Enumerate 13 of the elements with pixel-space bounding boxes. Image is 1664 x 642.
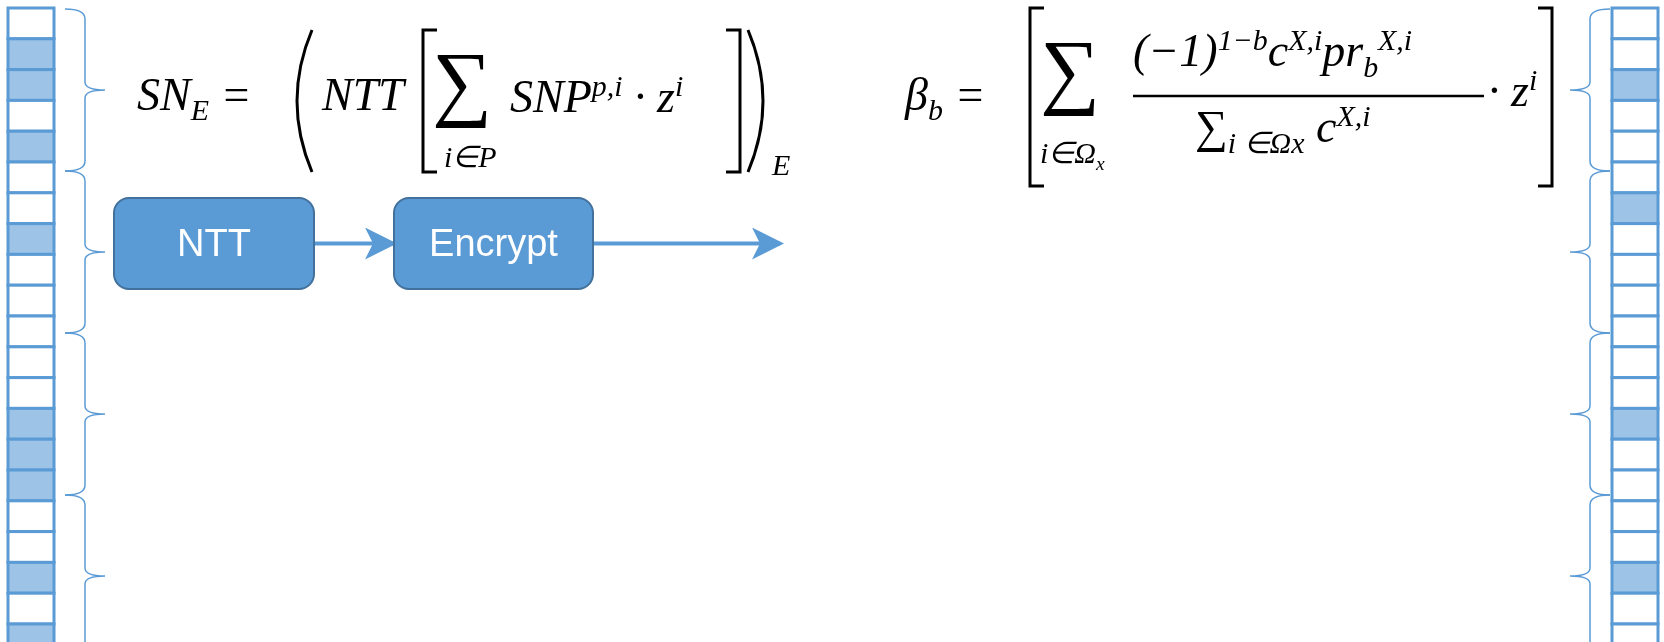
summation-sign: ∑ (432, 36, 492, 129)
process-box: Encrypt (393, 197, 594, 290)
summation-limit: i∈P (444, 140, 497, 173)
subscript-text: E (772, 148, 791, 181)
formula-text: SNP$^{p,i}$ · z$^{i}$ (510, 70, 684, 123)
arrow (594, 227, 784, 260)
summation-sign: ∑ (1040, 24, 1100, 117)
formula-text: β$_{b}$ = (905, 70, 986, 128)
process-box: NTT (113, 197, 315, 290)
fraction-denominator: ∑$_{i ∈Ω}$$_{x}$ c$^{X,i}$ (1195, 100, 1371, 160)
summation-limit: i∈Ω$_{x}$ (1040, 136, 1105, 175)
formula-text: · z$^{i}$ (1488, 64, 1538, 117)
formula-text: SN$_{E}$ = (137, 70, 252, 128)
